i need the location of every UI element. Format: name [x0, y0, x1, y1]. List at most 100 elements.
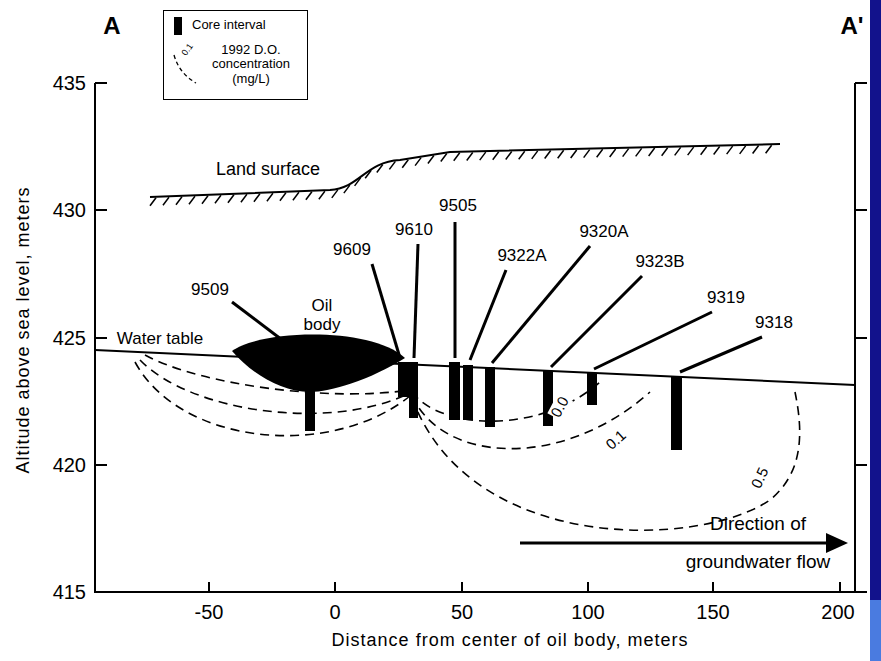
- well-id: 9610: [395, 221, 433, 240]
- hatch-stroke: [727, 146, 733, 154]
- hatch-stroke: [441, 154, 447, 162]
- contour-value: 0.1: [602, 426, 630, 454]
- core-intervals: [543, 371, 553, 426]
- contour-value: 0.5: [748, 464, 773, 492]
- tick-label: 150: [696, 601, 729, 623]
- tick-label: 200: [821, 601, 854, 623]
- tick-label: -50: [195, 601, 224, 623]
- plot-axes: [95, 83, 855, 592]
- hatch-stroke: [241, 194, 247, 202]
- hatch-stroke: [636, 148, 642, 156]
- section-end: A': [840, 13, 863, 39]
- hatch-stroke: [306, 192, 312, 200]
- do-contours: [135, 362, 410, 436]
- leader-lines: [414, 244, 418, 358]
- leader-lines: [594, 312, 712, 369]
- hatch-stroke: [150, 198, 156, 206]
- land-surface-line: [150, 144, 780, 197]
- flow-arrow: [826, 533, 848, 553]
- flow-arrow: [520, 533, 848, 553]
- oil-body-lens: [232, 335, 405, 392]
- hatch-stroke: [389, 161, 395, 169]
- hatch-stroke: [189, 196, 195, 204]
- core-intervals: [463, 365, 473, 420]
- feature-label: Land surface: [216, 160, 320, 180]
- do-contours: [412, 382, 600, 421]
- hatch-stroke: [365, 170, 371, 178]
- hatch-stroke: [332, 190, 338, 198]
- well-id: 9318: [755, 314, 793, 333]
- hatch-stroke: [714, 146, 720, 154]
- core-intervals: [305, 385, 315, 431]
- leader-lines: [232, 222, 762, 372]
- leader-lines: [492, 246, 590, 363]
- hatch-stroke: [202, 196, 208, 204]
- hatch-stroke: [280, 193, 286, 201]
- core-intervals: [449, 362, 460, 420]
- tick-label: 430: [53, 199, 86, 221]
- hatch-stroke: [753, 146, 759, 154]
- hatch-stroke: [454, 153, 460, 161]
- hatch-stroke: [355, 178, 361, 186]
- legend-swatch: [174, 17, 182, 35]
- leader-lines: [232, 302, 298, 352]
- hatch-stroke: [688, 147, 694, 155]
- core-intervals: [485, 367, 495, 427]
- legend-text: Core interval: [192, 18, 266, 32]
- hatch-stroke: [344, 185, 350, 193]
- feature-label: Water table: [115, 330, 205, 349]
- well-id: 9509: [191, 281, 229, 300]
- hatch-stroke: [467, 152, 473, 160]
- section-end: A: [103, 13, 120, 39]
- core-intervals: [671, 376, 682, 450]
- hatch-stroke: [675, 147, 681, 155]
- plot-axes: [855, 83, 867, 592]
- hatch-stroke: [267, 193, 273, 201]
- hatch-stroke: [493, 152, 499, 160]
- hatch-stroke: [228, 195, 234, 203]
- hatch-stroke: [545, 151, 551, 159]
- slide-corner: [870, 600, 881, 661]
- flow-arrow: [520, 542, 830, 545]
- hatch-stroke: [610, 149, 616, 157]
- well-id: 9319: [707, 289, 745, 308]
- hatch-stroke: [649, 148, 655, 156]
- tick-label: 100: [571, 601, 604, 623]
- leader-lines: [680, 337, 762, 372]
- hatch-stroke: [766, 145, 772, 153]
- tick-label: 0: [329, 601, 340, 623]
- plot-axes: [95, 83, 867, 592]
- hatch-stroke: [402, 160, 408, 168]
- hatch-stroke: [176, 197, 182, 205]
- tick-label: 50: [451, 601, 473, 623]
- hatch-stroke: [163, 197, 169, 205]
- feature-label: Oil body: [299, 297, 345, 334]
- tick-label: 415: [53, 581, 86, 603]
- hatch-stroke: [623, 149, 629, 157]
- legend-text: 1992 D.O. concentration (mg/L): [200, 43, 302, 86]
- flow-label: Direction of groundwater flow: [678, 505, 838, 581]
- legend-line-sample: [174, 55, 196, 83]
- hatch-stroke: [428, 156, 434, 164]
- do-contours: [140, 360, 410, 413]
- hatch-stroke: [215, 195, 221, 203]
- well-id: 9505: [439, 197, 477, 216]
- water-table-line: [95, 350, 855, 385]
- axis-title: Altitude above sea level, meters: [14, 186, 34, 473]
- hatch-stroke: [701, 147, 707, 155]
- contour-value: 0.0: [547, 393, 572, 421]
- hatch-stroke: [558, 150, 564, 158]
- plot-axes: [209, 582, 840, 592]
- axis-title: Distance from center of oil body, meters: [332, 631, 689, 651]
- well-id: 9322A: [497, 247, 546, 266]
- plot-axes: [95, 83, 107, 592]
- leader-lines: [470, 270, 506, 360]
- hatch-stroke: [254, 194, 260, 202]
- tick-label: 435: [53, 72, 86, 94]
- leader-lines: [372, 264, 400, 358]
- hatch-stroke: [532, 151, 538, 159]
- hatch-stroke: [415, 158, 421, 166]
- hatch-stroke: [597, 149, 603, 157]
- well-id: 9320A: [579, 223, 628, 242]
